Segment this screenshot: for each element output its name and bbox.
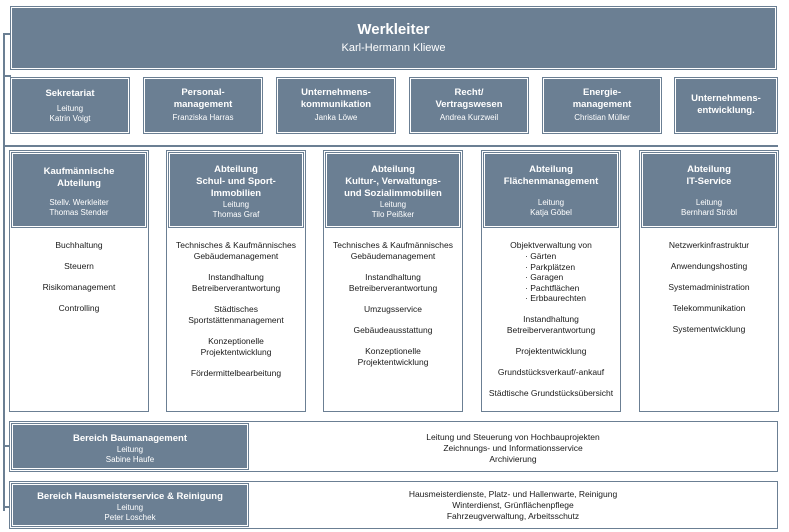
staff-box-kommunikation: Unternehmens- kommunikation Janka Löwe — [277, 78, 395, 133]
staff-box-entwicklung: Unternehmens- entwicklung. — [675, 78, 777, 133]
area-desc-line: Leitung und Steuerung von Hochbauprojekt… — [426, 432, 600, 442]
connector-left-vertical — [3, 33, 5, 511]
head-box: Werkleiter Karl-Hermann Kliewe — [11, 7, 776, 69]
list-subitem: · Parkplätzen — [525, 261, 576, 272]
list-subitem: · Garagen — [525, 272, 564, 282]
connector-area-1 — [3, 445, 11, 447]
area-person: Sabine Haufe — [105, 455, 155, 464]
department-role: Leitung — [695, 198, 723, 207]
area-title: Bereich Baumanagement — [72, 433, 188, 444]
area-desc-line: Archivierung — [489, 454, 537, 464]
department-person: Bernhard Ströbl — [680, 208, 738, 217]
list-item: Konzeptionelle Projektentwicklung — [200, 336, 272, 357]
list-item: Buchhaltung — [55, 240, 103, 250]
head-title: Werkleiter — [357, 21, 430, 38]
department-header-schul-sport: Abteilung Schul- und Sport- Immobilien L… — [169, 153, 303, 227]
list-item: Steuern — [64, 261, 94, 271]
list-item: Gebäudeausstattung — [353, 325, 433, 335]
department-header-it: Abteilung IT-Service Leitung Bernhard St… — [642, 153, 776, 227]
list-item: Instandhaltung Betreiberverantwortung — [506, 313, 596, 335]
list-item: Städtische Grundstücksübersicht — [488, 387, 614, 398]
list-item: Technisches & Kaufmännisches Gebäudemana… — [175, 240, 296, 261]
list-item: Städtisches Sportstättenmanagement — [188, 304, 284, 325]
department-list-kultur: Technisches & Kaufmännisches Gebäudemana… — [324, 240, 462, 378]
list-item: Systementwicklung — [672, 324, 746, 334]
staff-person: Franziska Harras — [172, 113, 234, 122]
list-item: Fördermittelbearbeitung — [190, 368, 282, 378]
department-title: Abteilung IT-Service — [686, 164, 732, 187]
area-desc-hausmeister: Hausmeisterdienste, Platz- und Hallenwar… — [250, 489, 776, 522]
list-subitem: · Erbbaurechten — [525, 293, 586, 303]
connector-area-2 — [3, 506, 11, 508]
staff-person: Christian Müller — [574, 113, 630, 122]
list-item: Technisches & Kaufmännisches Gebäudemana… — [332, 240, 453, 261]
department-person: Katja Göbel — [530, 208, 572, 217]
department-list-flaechen: Objektverwaltung von · Gärten · Parkplät… — [482, 240, 620, 409]
department-header-kultur: Abteilung Kultur-, Verwaltungs- und Sozi… — [326, 153, 460, 227]
department-role: Stellv. Werkleiter — [49, 198, 109, 207]
staff-box-sekretariat: Sekretariat Leitung Katrin Voigt — [11, 78, 129, 133]
area-role: Leitung — [116, 503, 144, 512]
department-header-kaufmaennisch: Kaufmännische Abteilung Stellv. Werkleit… — [12, 153, 146, 227]
list-item: Instandhaltung Betreiberverantwortung — [348, 272, 438, 293]
list-item: Instandhaltung Betreiberverantwortung — [191, 272, 281, 293]
department-role: Leitung — [379, 200, 407, 209]
staff-box-energie: Energie- management Christian Müller — [543, 78, 661, 133]
department-role: Leitung — [222, 200, 250, 209]
connector-staff — [3, 75, 11, 77]
list-item: Systemadministration — [668, 282, 750, 292]
area-desc-line: Fahrzeugverwaltung, Arbeitsschutz — [446, 511, 580, 521]
area-desc-line: Winterdienst, Grünflächenpflege — [452, 500, 574, 510]
list-subitem: · Pachtflächen — [525, 282, 580, 293]
staff-person: Andrea Kurzweil — [439, 113, 499, 122]
staff-title: Recht/ Vertragswesen — [435, 87, 503, 110]
staff-person: Katrin Voigt — [49, 114, 91, 123]
connector-departments — [3, 145, 778, 147]
staff-box-personal: Personal- management Franziska Harras — [144, 78, 262, 133]
staff-person: Janka Löwe — [314, 113, 358, 122]
list-item: Controlling — [58, 303, 100, 313]
list-item: Projektentwicklung — [515, 345, 587, 356]
department-title: Kaufmännische Abteilung — [43, 166, 115, 189]
department-person: Thomas Graf — [212, 210, 260, 219]
department-person: Thomas Stender — [49, 208, 109, 217]
department-title: Abteilung Kultur-, Verwaltungs- und Sozi… — [344, 164, 442, 199]
list-subitem: · Gärten — [525, 251, 557, 261]
staff-title: Unternehmens- entwicklung. — [691, 93, 761, 116]
department-person: Tilo Peißker — [371, 210, 415, 219]
list-item: Objektverwaltung von — [510, 240, 592, 250]
connector-top — [3, 33, 11, 35]
area-title: Bereich Hausmeisterservice & Reinigung — [37, 491, 223, 502]
department-header-flaechen: Abteilung Flächenmanagement Leitung Katj… — [484, 153, 618, 227]
area-role: Leitung — [116, 445, 144, 454]
staff-title: Energie- management — [572, 87, 632, 110]
department-list-it: Netzwerkinfrastruktur Anwendungshosting … — [640, 240, 778, 345]
list-item: Konzeptionelle Projektentwicklung — [357, 346, 429, 367]
list-item: Telekommunikation — [672, 303, 746, 313]
department-list-kaufmaennisch: Buchhaltung Steuern Risikomanagement Con… — [10, 240, 148, 324]
list-item: Netzwerkinfrastruktur — [668, 240, 750, 250]
department-role: Leitung — [537, 198, 565, 207]
area-header-baumanagement: Bereich Baumanagement Leitung Sabine Hau… — [12, 424, 248, 469]
list-item: Grundstücksverkauf/-ankauf — [497, 366, 605, 377]
department-list-schul-sport: Technisches & Kaufmännisches Gebäudemana… — [167, 240, 305, 389]
staff-role: Leitung — [56, 104, 84, 113]
staff-box-recht: Recht/ Vertragswesen Andrea Kurzweil — [410, 78, 528, 133]
list-item: Anwendungshosting — [670, 261, 748, 271]
department-title: Abteilung Schul- und Sport- Immobilien — [196, 164, 276, 199]
list-subitems: · Gärten · Parkplätzen · Garagen · Pacht… — [482, 251, 620, 304]
area-desc-line: Zeichnungs- und Informationsservice — [443, 443, 583, 453]
staff-title: Unternehmens- kommunikation — [300, 87, 372, 110]
area-desc-line: Hausmeisterdienste, Platz- und Hallenwar… — [408, 489, 618, 499]
area-person: Peter Loschek — [104, 513, 156, 522]
area-header-hausmeister: Bereich Hausmeisterservice & Reinigung L… — [12, 484, 248, 526]
list-item: Umzugsservice — [363, 304, 423, 314]
staff-title: Personal- management — [173, 87, 233, 110]
area-desc-baumanagement: Leitung und Steuerung von Hochbauprojekt… — [250, 432, 776, 465]
department-title: Abteilung Flächenmanagement — [503, 164, 599, 187]
list-item: Risikomanagement — [42, 282, 116, 292]
staff-title: Sekretariat — [45, 88, 95, 99]
head-name: Karl-Hermann Kliewe — [341, 42, 446, 54]
